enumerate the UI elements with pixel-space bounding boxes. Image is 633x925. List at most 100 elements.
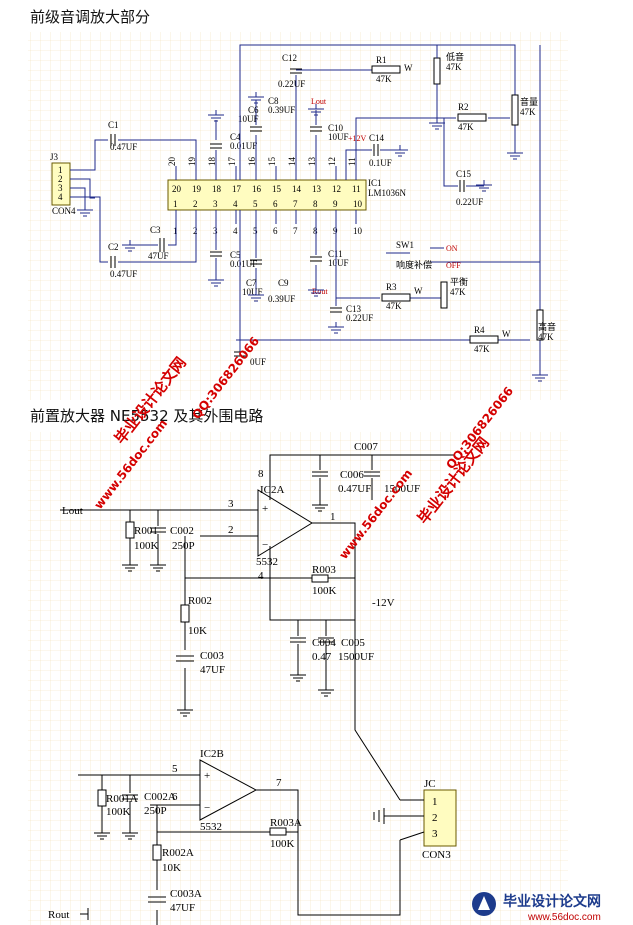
r2-ref: R2 — [458, 102, 469, 112]
c002-ref: C002 — [170, 525, 194, 537]
ground-icon — [248, 290, 264, 302]
c2-symbol — [110, 256, 116, 268]
ic1-pin-top-label: 17 — [227, 157, 237, 167]
c4-value: 0.01UF — [230, 141, 257, 151]
pot-bass-value: 47K — [446, 62, 462, 72]
ic1-pin-top-label: 13 — [307, 157, 317, 167]
ic2b-wires — [78, 774, 401, 916]
r003-body — [311, 574, 329, 583]
ground-icon — [507, 148, 523, 160]
ground-symbols-top — [77, 92, 548, 382]
c16-value: 0UF — [250, 357, 266, 367]
ground-icon — [122, 828, 138, 840]
ic1-pin-bottom-number: 4 — [233, 199, 238, 209]
ic1-pin-top-number: 12 — [332, 184, 341, 194]
c003a-ref: C003A — [170, 888, 202, 900]
ic1-pin-bottom-label: 2 — [193, 226, 198, 236]
ic2a-pin2: 2 — [228, 524, 234, 536]
c6-symbol — [250, 126, 262, 132]
ic1-pin-bottom-number: 8 — [313, 199, 318, 209]
ic1-pin-top-label: 15 — [267, 157, 277, 167]
ic1-pin-top-number: 11 — [352, 184, 361, 194]
ic1-pin-bottom-number: 2 — [193, 199, 198, 209]
c002-symbol — [150, 510, 166, 560]
c2-ref: C2 — [108, 242, 119, 252]
lout-label-top: Lout — [311, 97, 327, 106]
ground-symbols-bottom — [94, 500, 334, 840]
sw1-off: OFF — [446, 261, 461, 270]
rout-terminal — [80, 908, 89, 920]
ic1-pin-bottom-number: 6 — [273, 199, 278, 209]
ic2a-symbol — [257, 489, 313, 557]
wire-j3-c2 — [70, 196, 197, 263]
pot-treble-value: 47K — [538, 332, 554, 342]
wire-r4 — [236, 210, 530, 356]
c004-ref: C004 — [312, 637, 336, 649]
c7-symbol — [250, 259, 262, 265]
ic2a-ref: IC2A — [260, 484, 285, 496]
jc-ground — [373, 808, 385, 824]
c11-value: 10UF — [328, 258, 349, 268]
r003-value: 100K — [312, 585, 337, 597]
c12-symbol — [290, 68, 302, 74]
ic1-pin-bottom-label: 6 — [273, 226, 278, 236]
wire-top-rail — [239, 44, 430, 180]
page-title: 前级音调放大部分 — [30, 8, 151, 26]
vcc-label: +12V — [348, 134, 367, 143]
c004-symbol — [290, 620, 306, 670]
ic1-pin-top-label: 16 — [247, 157, 257, 167]
ic2b-plus: + — [204, 770, 210, 782]
c5-symbol — [210, 251, 222, 257]
rout-label-top: Rout — [312, 287, 328, 296]
ic1-pin-bottom-number: 10 — [353, 199, 363, 209]
ic1-pin-top-number: 16 — [252, 184, 262, 194]
ic1-pin-top-number: 15 — [272, 184, 282, 194]
ic2b-symbol — [199, 759, 258, 821]
ground-icon — [94, 828, 110, 840]
ic2b-part: 5532 — [200, 821, 222, 833]
footer-logo: 毕业设计论文网 www.56doc.com — [472, 892, 601, 923]
r003a-body — [269, 827, 287, 836]
c005-symbol — [318, 620, 334, 685]
ic1-pin-top-label: 12 — [327, 157, 337, 166]
ic1-pin-top-label: 11 — [347, 157, 357, 166]
lout-input: Lout — [62, 505, 83, 517]
c16-symbol — [234, 351, 246, 357]
c5-ref: C5 — [230, 250, 241, 260]
ic1-pin-top-number: 14 — [292, 184, 302, 194]
c003a-symbol — [148, 896, 166, 903]
wire-j3-3 — [70, 187, 86, 205]
r003-ref: R003 — [312, 564, 336, 576]
c4-ref: C4 — [230, 132, 241, 142]
r1-body — [371, 65, 401, 74]
jc-pin-1: 1 — [432, 796, 438, 808]
r002-body — [180, 604, 190, 623]
r4-value: 47K — [474, 344, 490, 354]
c007-value: 1500UF — [384, 483, 420, 495]
ground-icon — [208, 275, 224, 287]
ic1-pin-top-number: 20 — [172, 184, 182, 194]
r001-body — [125, 521, 135, 539]
r002-value: 10K — [188, 625, 207, 637]
c7-value: 10UF — [242, 287, 263, 297]
rout-input: Rout — [48, 909, 69, 921]
sw1-on: ON — [446, 244, 458, 253]
jc-part: CON3 — [422, 849, 451, 861]
ground-icon — [150, 560, 166, 572]
ic1-pin-bottom-label: 7 — [293, 226, 298, 236]
pot-bass-label: 低音 — [446, 51, 464, 62]
ic2a-pin4: 4 — [258, 570, 264, 582]
r3-body — [381, 293, 411, 302]
ic1-body — [167, 179, 367, 211]
c006-ref: C006 — [340, 469, 364, 481]
c9-value: 0.39UF — [268, 294, 295, 304]
ic1-pin-bottom-label: 1 — [173, 226, 178, 236]
bottom-schematic: IC2A 5532 + − 3 2 8 4 1 Lout C007 C006 0… — [48, 441, 457, 925]
c13-ref: C13 — [346, 304, 362, 314]
r001-value: 100K — [134, 540, 159, 552]
ic1-part: LM1036N — [368, 188, 407, 198]
c1-symbol — [110, 134, 116, 146]
r002a-wire — [156, 805, 298, 925]
pot-vol-label: 音量 — [520, 96, 538, 107]
j3-pin-3: 3 — [58, 183, 63, 193]
